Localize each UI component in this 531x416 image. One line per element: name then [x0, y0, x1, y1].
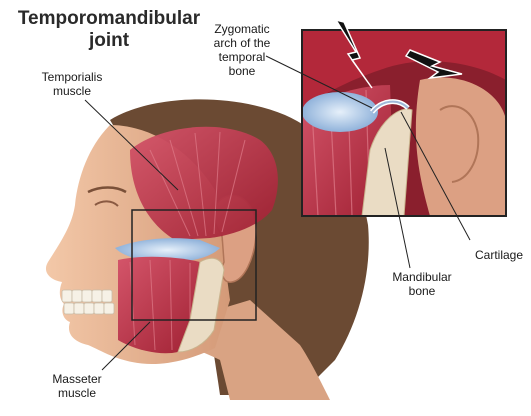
label-masseter-muscle: Masseter muscle — [32, 372, 122, 400]
label-temporalis-muscle: Temporialis muscle — [22, 70, 122, 98]
label-mandibular-bone: Mandibular bone — [372, 270, 472, 298]
label-cartilage: Cartilage — [468, 248, 530, 262]
label-zygomatic-arch: Zygomatic arch of the temporal bone — [192, 22, 292, 78]
diagram-title: Temporomandibular joint — [4, 8, 214, 52]
teeth — [62, 290, 114, 314]
inset-detail — [302, 30, 506, 216]
